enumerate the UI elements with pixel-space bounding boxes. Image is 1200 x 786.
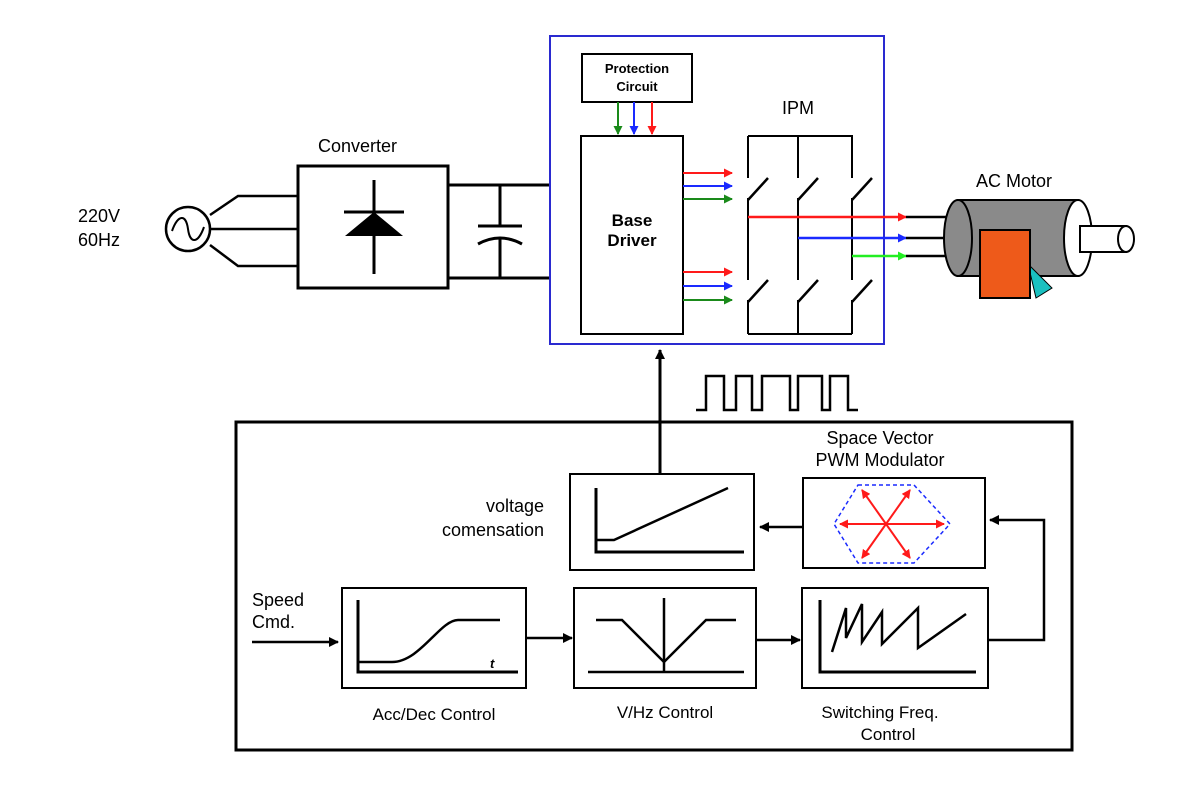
- motor-back: [943, 199, 973, 277]
- switching-box: [801, 587, 989, 689]
- vhz-curve: [596, 618, 736, 664]
- ac-motor: AC Motor: [906, 171, 1135, 299]
- ipm-block: IPM: [745, 98, 907, 335]
- voltage-comp-label-1: voltage: [486, 496, 544, 516]
- acc-dec-block: t Acc/Dec Control: [341, 587, 527, 724]
- ipm-rails: [747, 135, 853, 335]
- source-frequency-label: 60Hz: [78, 230, 120, 250]
- sawtooth-curve: [830, 603, 967, 653]
- base-driver-label-2: Driver: [607, 231, 657, 250]
- motor-terminal-box: [979, 229, 1031, 299]
- voltage-compensation-block: voltage comensation: [442, 473, 803, 571]
- ipm-label: IPM: [782, 98, 814, 118]
- acc-dec-axes: [356, 600, 518, 674]
- base-driver-label-1: Base: [612, 211, 653, 230]
- switching-block: Switching Freq. Control: [801, 587, 989, 744]
- converter-box: [296, 164, 450, 290]
- inverter-frame: [549, 35, 885, 345]
- control-frame: [234, 420, 1074, 752]
- vhz-box: [573, 587, 757, 689]
- ipm-switch-gaps: [745, 178, 855, 300]
- voltage-comp-axes: [594, 488, 744, 554]
- dc-link: [448, 183, 550, 280]
- ipm-switches: [747, 177, 873, 303]
- converter-block: Converter: [296, 136, 450, 290]
- shaft-end: [1117, 225, 1135, 253]
- svpwm-block: Space Vector PWM Modulator: [802, 428, 986, 569]
- voltage-comp-label-2: comensation: [442, 520, 544, 540]
- svpwm-label-2: PWM Modulator: [815, 450, 944, 470]
- motor-label: AC Motor: [976, 171, 1052, 191]
- protection-circuit: Protection Circuit: [581, 53, 693, 135]
- vhz-block: V/Hz Control: [573, 587, 757, 722]
- speed-cmd-label-2: Cmd.: [252, 612, 295, 632]
- voltage-comp-box: [569, 473, 755, 571]
- switching-axes: [818, 600, 976, 674]
- switching-to-svpwm-arrow: [988, 515, 1046, 642]
- base-driver-box: [580, 135, 684, 335]
- vector-hexagon: [833, 484, 952, 564]
- svpwm-label-1: Space Vector: [826, 428, 933, 448]
- vhz-label: V/Hz Control: [617, 703, 713, 722]
- source-voltage-label: 220V: [78, 206, 120, 226]
- protection-box: [581, 53, 693, 103]
- speed-cmd-label-1: Speed: [252, 590, 304, 610]
- ac-source: 220V 60Hz: [78, 194, 298, 268]
- sine-wave-icon: [171, 217, 205, 241]
- protection-label-1: Protection: [605, 61, 669, 76]
- terminal-box-icon: [1027, 262, 1053, 299]
- protection-label-2: Circuit: [616, 79, 658, 94]
- acc-dec-ramp-curve: [358, 618, 500, 664]
- svpwm-box: [802, 477, 986, 569]
- time-axis-label: t: [490, 656, 495, 671]
- voltage-comp-curve: [596, 486, 729, 542]
- base-driver: Base Driver: [580, 135, 733, 335]
- space-vectors: [839, 489, 945, 559]
- pwm-pulse-train: [696, 374, 858, 412]
- switching-label-2: Control: [861, 725, 916, 744]
- diode-icon: [345, 212, 403, 236]
- converter-label: Converter: [318, 136, 397, 156]
- source-lines: [209, 194, 298, 268]
- switching-label-1: Switching Freq.: [821, 703, 938, 722]
- acc-dec-label: Acc/Dec Control: [373, 705, 496, 724]
